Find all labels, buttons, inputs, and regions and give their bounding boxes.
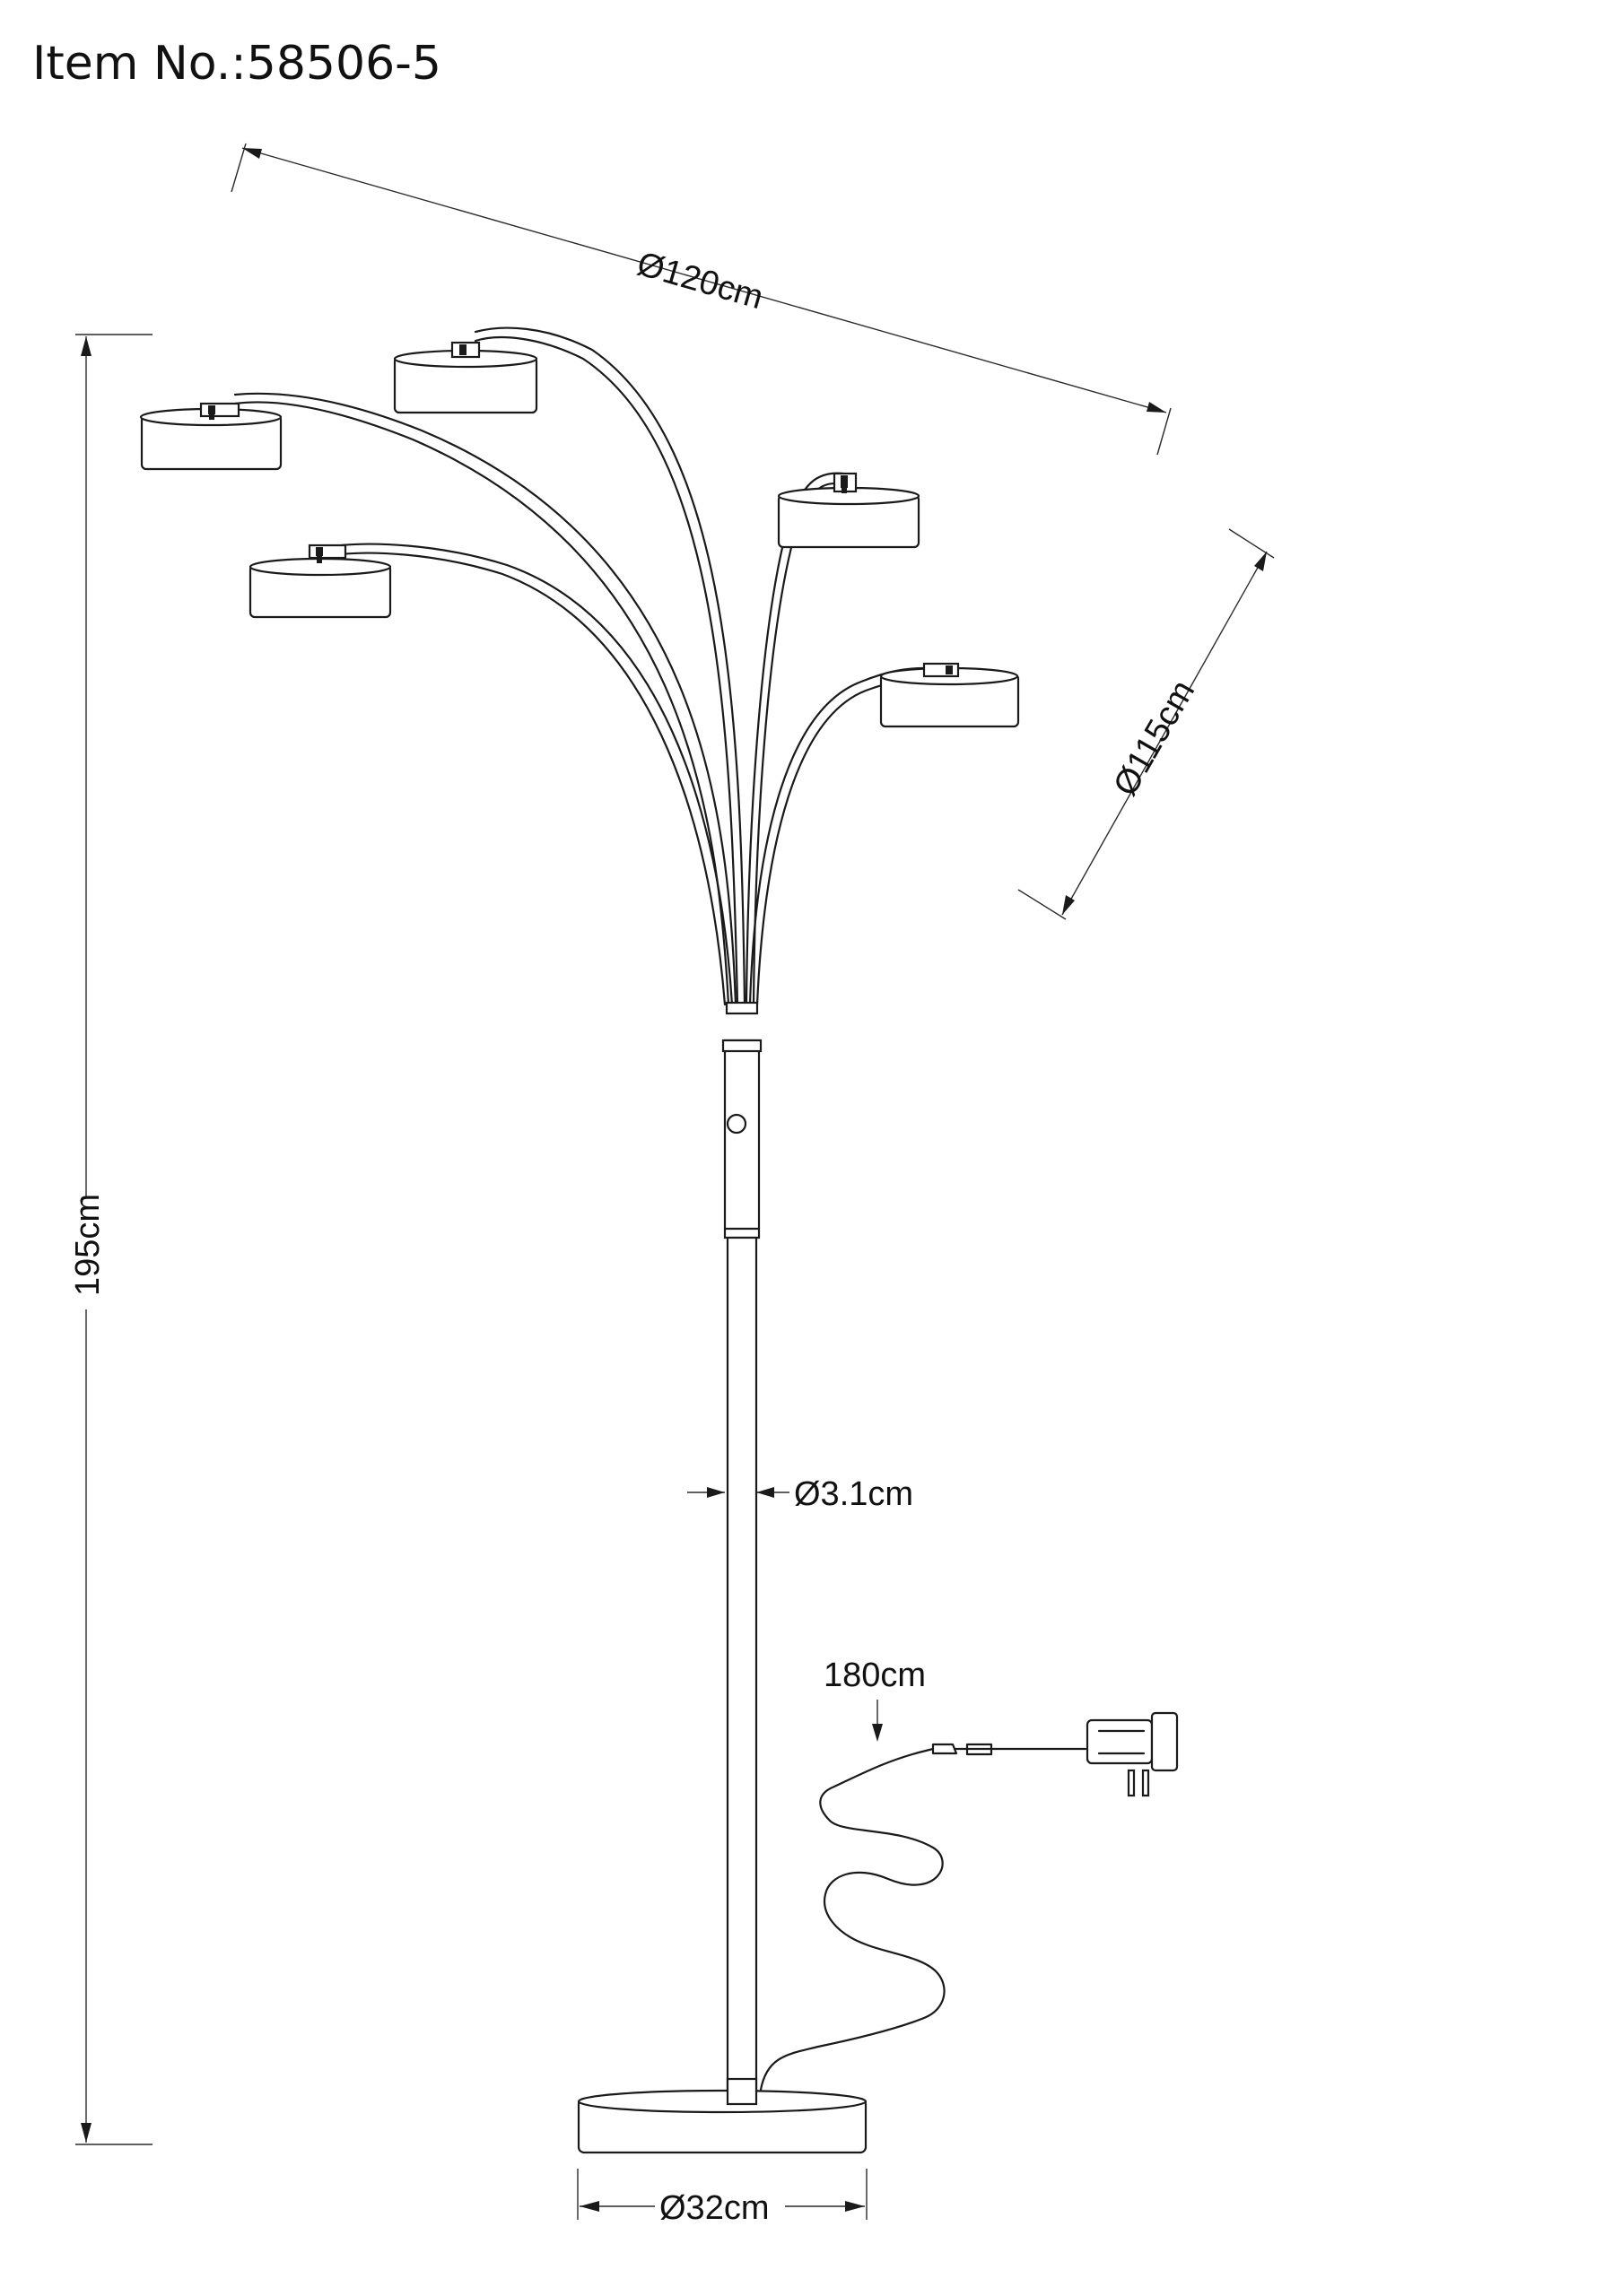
cable-length-pointer bbox=[872, 1700, 883, 1742]
base-dimension-label: Ø32cm bbox=[659, 2189, 769, 2227]
lamp-shade-top-middle bbox=[393, 341, 538, 414]
power-cable bbox=[759, 1743, 1087, 2092]
base-dimension bbox=[577, 2169, 868, 2220]
lamp-shade-right-upper bbox=[777, 472, 920, 549]
span-dimension-label: Ø120cm bbox=[633, 245, 768, 317]
lamp-shade-top-left bbox=[139, 402, 283, 471]
cable-length-label: 180cm bbox=[824, 1657, 926, 1694]
dimmer-knob bbox=[726, 1113, 747, 1135]
lamp-shade-left-lower bbox=[249, 544, 392, 619]
lamp-arms bbox=[233, 326, 926, 1006]
item-number-title: Item No.:58506-5 bbox=[32, 37, 441, 91]
pole-dimension-label: Ø3.1cm bbox=[794, 1475, 913, 1513]
reach-dimension-label: Ø115cm bbox=[1106, 674, 1202, 803]
plug-adapter-icon bbox=[1086, 1711, 1179, 1797]
pole-dimension bbox=[687, 1487, 789, 1498]
lamp-base bbox=[577, 2077, 868, 2154]
reach-dimension bbox=[1017, 528, 1275, 920]
span-dimension bbox=[231, 143, 1172, 456]
height-dimension-label: 195cm bbox=[69, 1194, 107, 1296]
height-dimension bbox=[75, 334, 153, 2145]
lamp-pole bbox=[721, 1001, 763, 2136]
lamp-shade-right-lower bbox=[879, 662, 1020, 728]
